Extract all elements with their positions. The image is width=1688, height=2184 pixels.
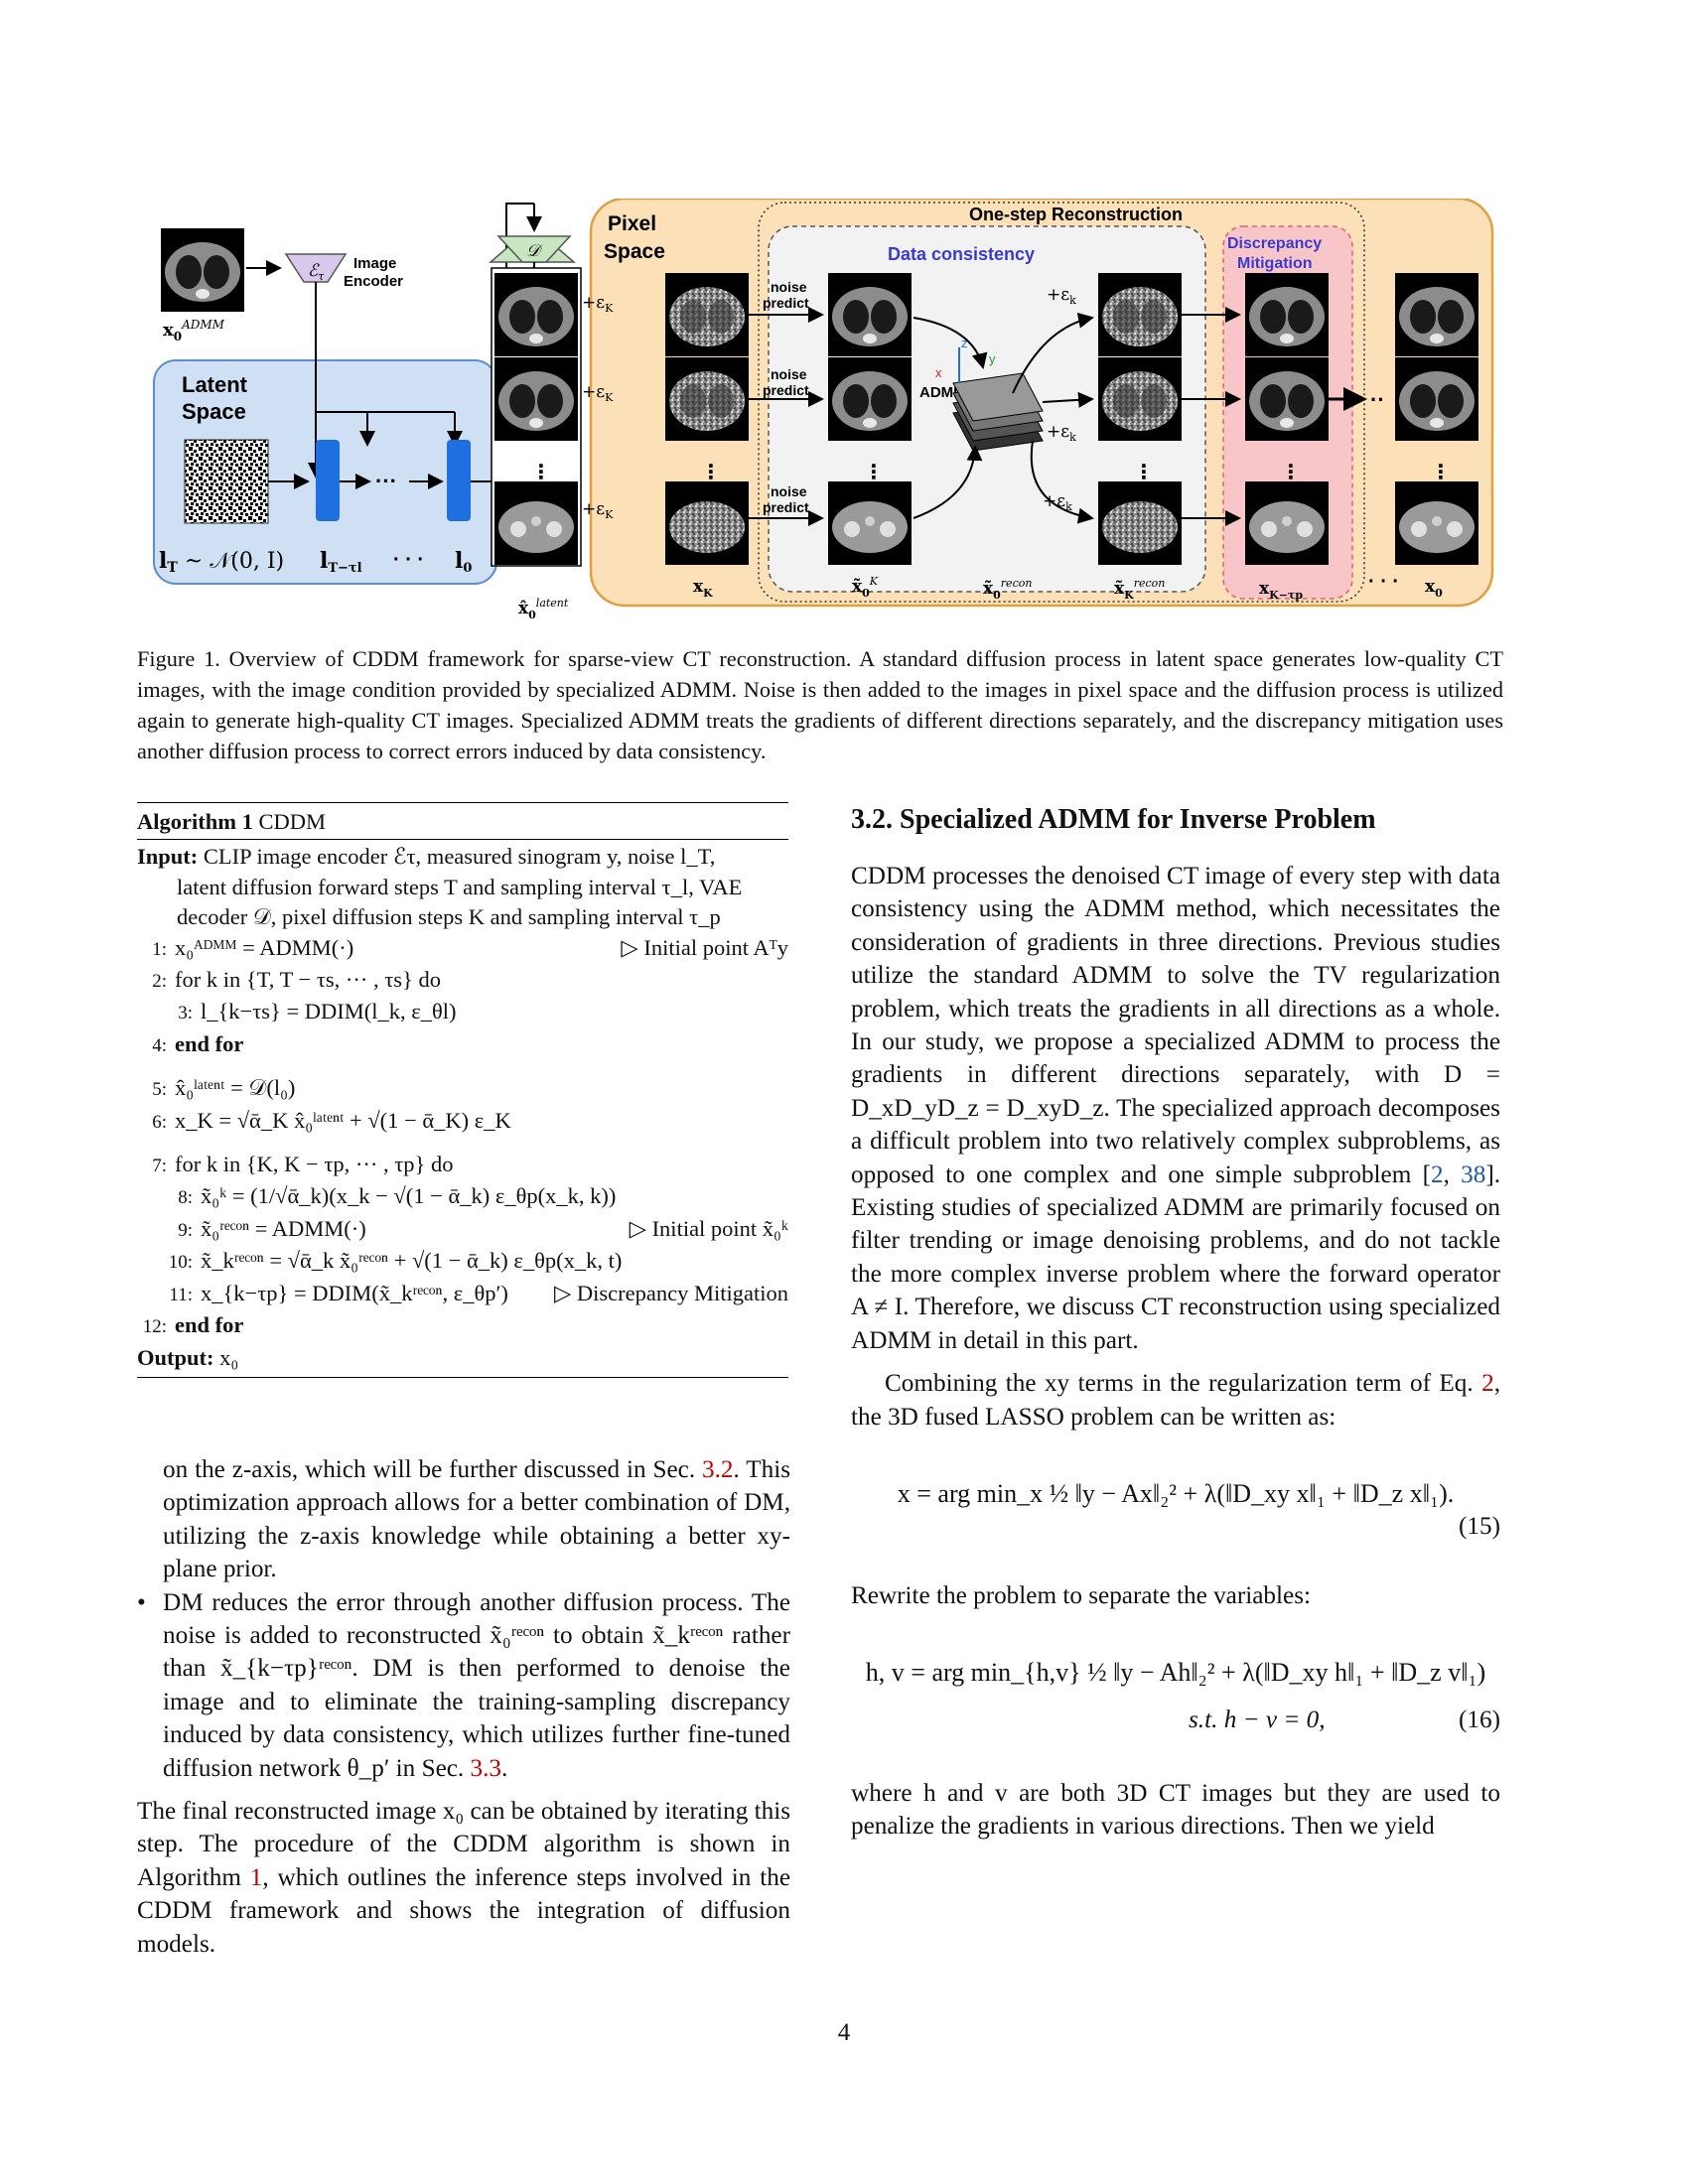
latent-noise	[184, 439, 269, 524]
paragraph: Combining the xy terms in the regulariza…	[851, 1370, 1500, 1431]
svg-text:x0ADMM: x0ADMM	[163, 318, 225, 343]
equation-ref-link[interactable]: 2	[1481, 1370, 1494, 1398]
figure-caption: Figure 1. Overview of CDDM framework for…	[137, 643, 1503, 766]
image-encoder-shape	[284, 253, 348, 283]
paragraph: where h and v are both 3D CT images but …	[851, 1779, 1500, 1840]
admm-stack	[952, 372, 1044, 452]
svg-text:+εk: +εk	[1047, 422, 1076, 444]
svg-text:Mitigation: Mitigation	[1237, 255, 1313, 272]
caption-label: Figure 1.	[137, 646, 220, 671]
algorithm-input-line: CLIP image encoder ℰτ, measured sinogram…	[203, 844, 716, 870]
svg-text:···: ···	[375, 469, 397, 493]
algorithm-line: 7:for k in {K, K − τp, ··· , τp} do	[152, 1152, 454, 1177]
algorithm-box: Algorithm 1 CDDM Input: CLIP image encod…	[137, 802, 788, 1378]
page-number: 4	[837, 2019, 851, 2046]
algorithm-input: Input: CLIP image encoder ℰτ, measured s…	[137, 840, 788, 932]
latent-space-label: Latent	[182, 372, 248, 397]
svg-text:noise: noise	[771, 483, 807, 499]
svg-text:x: x	[935, 365, 942, 380]
svg-text:noise: noise	[771, 366, 807, 382]
algorithm-title: Algorithm 1 CDDM	[137, 809, 327, 834]
algorithm-line: 5:x̂₀ˡᵃᵗᵉⁿᵗ = 𝒟(l₀)	[152, 1075, 296, 1101]
svg-text:⋮: ⋮	[1431, 462, 1451, 483]
equation-15: x = arg min_x ½ ‖y − Ax‖₂² + λ(‖D_xy x‖₁…	[897, 1478, 1455, 1508]
data-consistency-label: Data consistency	[888, 244, 1035, 264]
bullet-item: •DM reduces the error through another di…	[137, 1588, 790, 1782]
svg-text:x̂0latent: x̂0latent	[518, 597, 569, 621]
algorithm-input-line: latent diffusion forward steps T and sam…	[177, 874, 743, 899]
algorithm-line: 9:x̃₀ʳᵉᶜᵒⁿ = ADMM(·)▷ Initial point x̃₀ᵏ	[178, 1215, 788, 1241]
bullet-continuation: on the z-axis, which will be further dis…	[163, 1456, 791, 1583]
algorithm-ref-link[interactable]: 1	[249, 1863, 263, 1891]
svg-text:··: ··	[1370, 387, 1385, 412]
admm-input-image	[161, 228, 244, 312]
svg-text:Encoder: Encoder	[344, 273, 403, 290]
unet-block-2	[447, 440, 471, 521]
equation-16: h, v = arg min_{h,v} ½ ‖y − Ah‖₂² + λ(‖D…	[865, 1658, 1486, 1688]
algorithm-line: 11:x_{k−τp} = DDIM(x̃_kʳᵉᶜᵒⁿ, ε_θp′)▷ Di…	[169, 1280, 788, 1305]
svg-text:y: y	[989, 351, 996, 366]
svg-text:· · ·: · · ·	[1368, 571, 1399, 593]
algorithm-input-line: decoder 𝒟, pixel diffusion steps K and s…	[177, 904, 721, 930]
equation-number: (15)	[1459, 1513, 1500, 1541]
admm-label: ADMM	[919, 384, 966, 401]
section-ref-link[interactable]: 3.3	[470, 1754, 502, 1782]
svg-text:lT ~ 𝒩(0, I): lT ~ 𝒩(0, I)	[159, 548, 284, 576]
svg-text:⋮: ⋮	[531, 462, 551, 483]
svg-text:noise: noise	[771, 279, 807, 295]
right-column-text: 3.2. Specialized ADMM for Inverse Proble…	[851, 800, 1500, 1843]
svg-text:⋮: ⋮	[1134, 462, 1154, 483]
svg-text:+εk: +εk	[1047, 285, 1076, 307]
discrepancy-label: Discrepancy	[1227, 235, 1322, 252]
caption-text: Overview of CDDM framework for sparse-vi…	[137, 646, 1503, 763]
svg-text:Space: Space	[604, 240, 665, 263]
paragraph: Rewrite the problem to separate the vari…	[851, 1581, 1311, 1609]
algorithm-line: 8:x̃₀ᵏ = (1/√ᾱ_k)(x_k − √(1 − ᾱ_k) ε_θp(…	[178, 1183, 617, 1209]
svg-text:⋮: ⋮	[701, 462, 721, 483]
equation-16-constraint: s.t. h − v = 0, (16)	[851, 1704, 1500, 1737]
algorithm-line: 10:x̃_kʳᵉᶜᵒⁿ = √ᾱ_k x̃₀ʳᵉᶜᵒⁿ + √(1 − ᾱ_k…	[168, 1248, 623, 1274]
citation-link[interactable]: 2	[1430, 1160, 1444, 1188]
framework-figure: Latent Space x0ADMM ℰτ Image Encoder ···…	[149, 197, 1494, 625]
equation-number: (16)	[1459, 1706, 1500, 1733]
algorithm-line: 3:l_{k−τs} = DDIM(l_k, ε_θl)	[178, 999, 457, 1024]
unet-block-1	[316, 440, 340, 521]
section-ref-link[interactable]: 3.2	[702, 1456, 734, 1483]
algorithm-line: 6:x_K = √ᾱ_K x̂₀ˡᵃᵗᵉⁿᵗ + √(1 − ᾱ_K) ε_K	[152, 1107, 511, 1133]
left-column-text: on the z-axis, which will be further dis…	[137, 1453, 790, 1961]
svg-text:· · ·: · · ·	[393, 549, 424, 571]
algorithm-line: 4:end for	[152, 1030, 244, 1056]
paragraph: CDDM processes the denoised CT image of …	[851, 863, 1500, 1354]
algorithm-line: 12:end for	[142, 1312, 244, 1338]
svg-text:predict: predict	[763, 382, 809, 398]
pixel-space-label: Pixel	[608, 212, 656, 235]
svg-text:Space: Space	[182, 399, 246, 424]
image-encoder-label: Image	[353, 255, 396, 272]
algorithm-line: 2:for k in {T, T − τs, ··· , τs} do	[152, 967, 441, 993]
svg-text:⋮: ⋮	[1281, 462, 1301, 483]
one-step-label: One-step Reconstruction	[969, 205, 1183, 224]
svg-text:predict: predict	[763, 499, 809, 515]
section-heading: 3.2. Specialized ADMM for Inverse Proble…	[851, 804, 1376, 835]
svg-text:z: z	[961, 336, 968, 350]
svg-text:predict: predict	[763, 295, 809, 311]
algorithm-output: Output: x₀	[137, 1344, 239, 1370]
paragraph: The final reconstructed image x₀ can be …	[137, 1798, 790, 1958]
svg-text:+εk: +εk	[1043, 491, 1072, 513]
svg-text:⋮: ⋮	[864, 462, 884, 483]
citation-link[interactable]: 38	[1461, 1160, 1486, 1188]
algorithm-line: 1:x₀ᴬᴰᴹᴹ = ADMM(·)▷ Initial point Aᵀy	[152, 934, 788, 960]
svg-text:𝒟: 𝒟	[526, 241, 543, 261]
